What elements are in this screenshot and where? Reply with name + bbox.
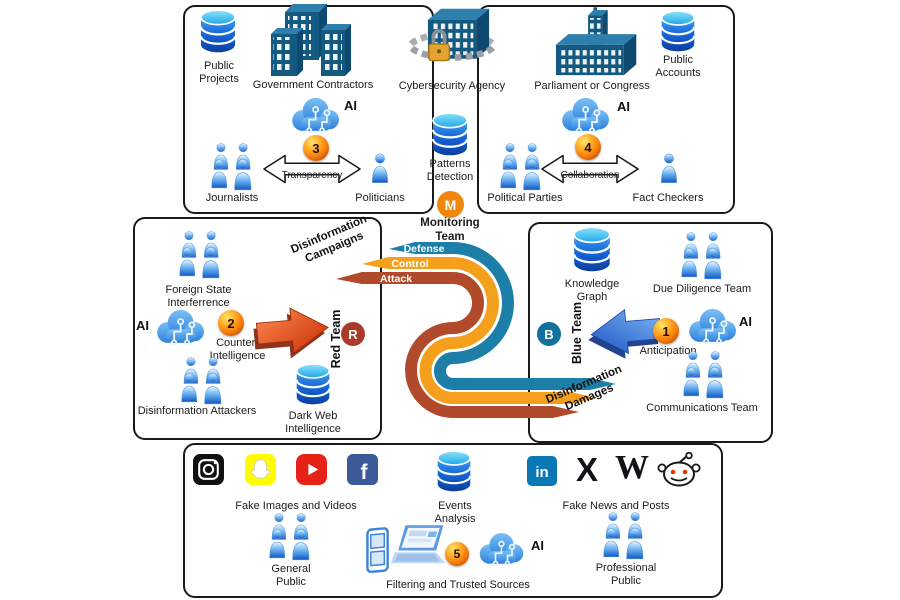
people-group-icon [177, 231, 223, 279]
fact-checkers-label: Fact Checkers [632, 192, 704, 204]
people-group-icon [179, 357, 225, 405]
people-group-icon [267, 513, 313, 561]
step-1-badge: 1 [653, 318, 679, 344]
attack-band [362, 272, 553, 418]
database-icon [433, 449, 475, 493]
snapchat-icon [245, 454, 276, 485]
person-icon [371, 146, 389, 190]
blue-team-badge: B [537, 322, 561, 346]
reddit-icon [655, 452, 703, 488]
secured-building-icon [401, 5, 503, 81]
svg-text:f: f [361, 461, 369, 484]
step-3-badge: 3 [303, 135, 329, 161]
ai-label: AI [531, 538, 544, 553]
x-icon: X [575, 451, 598, 488]
database-icon [292, 362, 334, 406]
transparency-label: Transparency [281, 170, 343, 181]
parliament-building-icon [547, 4, 647, 82]
svg-text:in: in [535, 464, 548, 481]
linkedin-icon: in [527, 456, 557, 486]
defense-label: Defense [404, 243, 445, 255]
events-analysis-label: Events Analysis [434, 500, 476, 525]
phone-icon [366, 526, 391, 575]
step-2-badge: 2 [218, 310, 244, 336]
communications-team-label: Communications Team [646, 402, 758, 414]
database-icon [429, 111, 471, 157]
professional-public-label: Professional Public [595, 562, 657, 587]
counter-intelligence-label: Counter- Intelligence [209, 337, 266, 362]
laptop-icon [391, 524, 447, 568]
due-diligence-label: Due Diligence Team [652, 283, 752, 295]
people-group-icon [679, 232, 725, 280]
ai-label: AI [344, 98, 357, 113]
step-4-badge: 4 [575, 134, 601, 160]
people-group-icon [601, 512, 647, 560]
person-icon [660, 146, 678, 190]
anticipation-label: Anticipation [639, 345, 697, 357]
cybersecurity-agency-label: Cybersecurity Agency [398, 80, 506, 92]
patterns-detection-label: Patterns Detection [426, 158, 474, 183]
youtube-icon [296, 454, 327, 485]
people-group-icon [209, 143, 255, 191]
ai-cloud-icon [473, 527, 527, 569]
ai-label: AI [136, 318, 149, 333]
ai-label: AI [617, 99, 630, 114]
people-group-icon [498, 143, 544, 191]
foreign-state-label: Foreign State Interferrence [165, 284, 232, 309]
instagram-icon [193, 454, 224, 485]
journalists-label: Journalists [205, 192, 259, 204]
blue-team-label: Blue Team [570, 301, 584, 365]
collaboration-label: Collaboration [560, 170, 620, 181]
government-buildings-icon [269, 4, 353, 78]
wikipedia-icon: W [615, 449, 649, 486]
government-contractors-label: Government Contractors [252, 79, 374, 91]
database-icon [197, 8, 239, 54]
monitoring-badge: M [437, 191, 464, 218]
monitoring-team-label: Monitoring Team [420, 217, 480, 243]
facebook-icon: f [347, 454, 378, 485]
red-team-label: Red Team [329, 309, 343, 369]
control-label: Control [391, 258, 428, 270]
filtering-label: Filtering and Trusted Sources [386, 579, 530, 591]
ai-cloud-icon [285, 92, 343, 136]
public-projects-label: Public Projects [199, 60, 239, 85]
politicians-label: Politicians [355, 192, 405, 204]
red-3d-arrow-icon [251, 297, 335, 372]
fake-news-label: Fake News and Posts [562, 500, 670, 512]
people-group-icon [681, 351, 727, 399]
ai-cloud-icon [555, 92, 613, 136]
public-accounts-label: Public Accounts [655, 54, 701, 79]
database-icon [569, 225, 615, 273]
red-team-badge: R [341, 322, 365, 346]
knowledge-graph-label: Knowledge Graph [564, 278, 620, 303]
parliament-label: Parliament or Congress [534, 80, 650, 92]
step-5-badge: 5 [445, 542, 469, 566]
database-icon [657, 9, 699, 53]
political-parties-label: Political Parties [487, 192, 563, 204]
ai-cloud-icon [682, 303, 740, 347]
dark-web-intelligence-label: Dark Web Intelligence [285, 410, 341, 435]
fake-images-label: Fake Images and Videos [235, 500, 357, 512]
disinformation-attackers-label: Disinformation Attackers [137, 405, 257, 417]
ai-label: AI [739, 314, 752, 329]
attack-label: Attack [380, 273, 412, 285]
general-public-label: General Public [271, 563, 311, 588]
